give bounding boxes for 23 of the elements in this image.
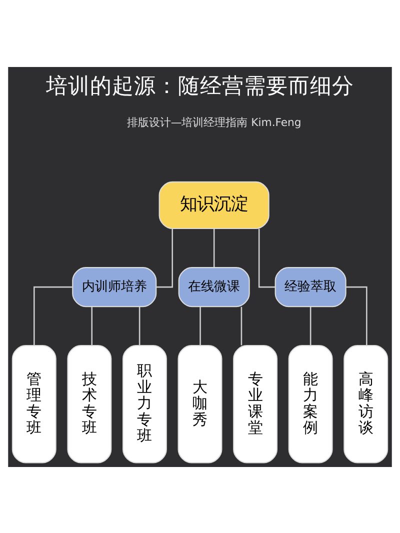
node-box: 内训师培养 [72, 266, 157, 307]
node-box: 大咖秀 [178, 344, 222, 463]
node-box: 技术专班 [67, 344, 112, 463]
node-box: 管理专班 [12, 344, 56, 463]
node-box: 经验萃取 [274, 266, 346, 307]
label: 排版设计—培训经理指南 Kim.Feng [126, 116, 302, 129]
connector [213, 228, 215, 267]
connector [91, 306, 93, 345]
node-box: 在线微课 [178, 266, 250, 307]
node-box: 能力案例 [288, 344, 333, 463]
connector [200, 306, 201, 345]
node-box: 知识沉淀 [158, 180, 270, 229]
node-box: 专业课堂 [233, 344, 278, 463]
node-box: 职业力专班 [122, 344, 167, 463]
connector [138, 306, 140, 345]
connector [258, 228, 276, 288]
node-box: 高峰访谈 [344, 344, 388, 463]
connector [346, 286, 368, 345]
diagram-title: 培训的起源：随经营需要而细分 [46, 74, 354, 99]
connector [156, 228, 174, 288]
connector [240, 306, 242, 345]
connector [310, 306, 312, 345]
connector [34, 286, 72, 345]
